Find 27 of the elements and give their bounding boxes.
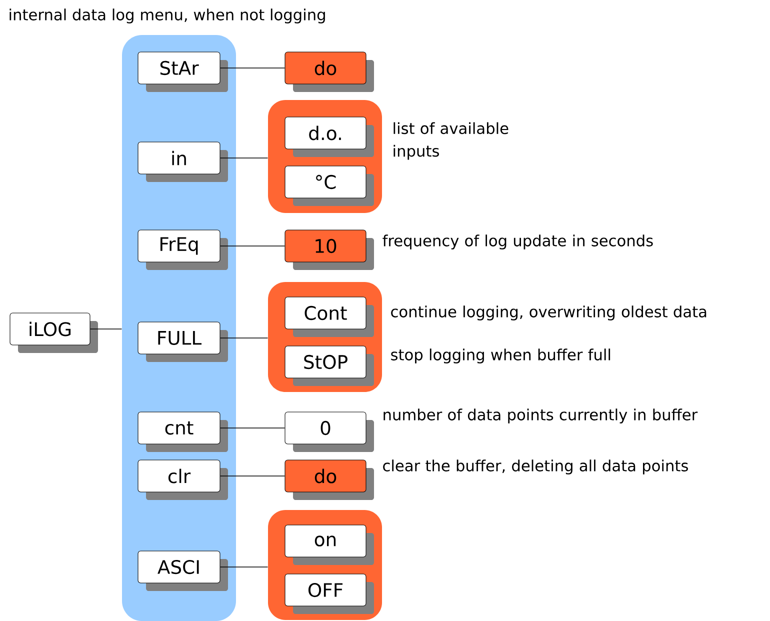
annotation-text: frequency of log update in seconds <box>382 234 653 250</box>
option-box: StOP <box>284 346 374 386</box>
menu-box: FrEq <box>138 230 228 270</box>
annotation-text: stop logging when buffer full <box>391 348 610 364</box>
option-box: °C <box>284 166 374 206</box>
value-box: do <box>284 52 374 92</box>
option-box: d.o. <box>284 116 374 157</box>
menu-box: FULL <box>138 322 228 362</box>
menu-box: iLOG <box>10 312 98 353</box>
annotation-text: number of data points currently in buffer <box>384 408 698 424</box>
title: internal data log menu, when not logging <box>10 8 325 24</box>
menu-box: clr <box>138 460 228 500</box>
connector-line <box>220 566 268 568</box>
menu-box: cnt <box>138 412 228 452</box>
value-box: 10 <box>284 230 374 270</box>
option-box: Cont <box>284 296 374 337</box>
connector-line <box>90 328 122 330</box>
option-box: on <box>284 524 374 565</box>
option-box: OFF <box>284 574 374 614</box>
annotation-text: continue logging, overwriting oldest data <box>391 306 706 320</box>
value-box: do <box>284 460 374 500</box>
menu-box: StAr <box>138 52 228 92</box>
annotation-text: list of available inputs <box>394 122 508 160</box>
menu-box: ASCI <box>138 550 228 591</box>
menu-box: in <box>138 142 228 182</box>
annotation-text: clear the buffer, deleting all data points <box>383 460 688 474</box>
menu-box: 0 <box>284 412 374 452</box>
